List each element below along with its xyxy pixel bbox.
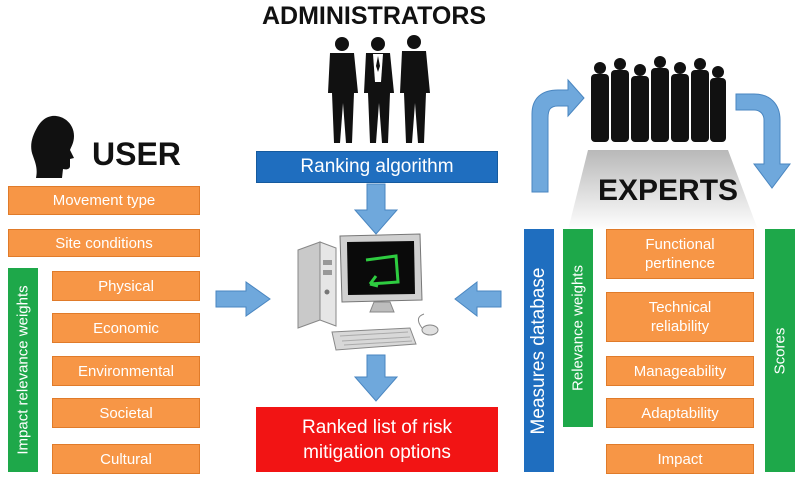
relevance-weights-label: Relevance weights — [569, 265, 587, 391]
administrators-silhouette-icon — [328, 35, 430, 143]
impact-box-environmental: Environmental — [52, 356, 200, 386]
ranked-list-label: Ranked list of risk mitigation options — [302, 416, 452, 463]
ranked-list-box: Ranked list of risk mitigation options — [256, 407, 498, 472]
administrators-title: ADMINISTRATORS — [262, 2, 487, 30]
arrow-right-icon — [215, 281, 271, 317]
impact-relevance-weights-bar: Impact relevance weights — [8, 268, 38, 472]
user-title: USER — [92, 136, 181, 172]
experts-silhouette-icon — [531, 56, 791, 230]
criterion-box-technical-reliability: Technical reliability — [606, 292, 754, 342]
impact-box-cultural: Cultural — [52, 444, 200, 474]
arrow-left-icon — [454, 280, 502, 318]
measures-database-bar: Measures database — [524, 229, 554, 472]
site-conditions-box: Site conditions — [8, 229, 200, 257]
impact-box-physical: Physical — [52, 271, 200, 301]
impact-box-societal: Societal — [52, 398, 200, 428]
experts-title: EXPERTS — [598, 174, 739, 207]
criterion-box-adaptability: Adaptability — [606, 398, 754, 428]
ranking-algorithm-label: Ranking algorithm — [300, 156, 454, 177]
scores-bar: Scores — [765, 229, 795, 472]
measures-database-label: Measures database — [528, 267, 549, 434]
impact-relevance-weights-label: Impact relevance weights — [14, 285, 32, 455]
ranking-algorithm-box: Ranking algorithm — [256, 151, 498, 183]
criterion-box-manageability: Manageability — [606, 356, 754, 386]
user-silhouette-icon — [31, 115, 74, 178]
arrow-down-icon — [353, 183, 399, 235]
computer-icon — [297, 233, 439, 351]
relevance-weights-bar: Relevance weights — [563, 229, 593, 427]
movement-type-box: Movement type — [8, 186, 200, 215]
criterion-box-impact: Impact — [606, 444, 754, 474]
scores-label: Scores — [771, 327, 789, 374]
impact-box-economic: Economic — [52, 313, 200, 343]
criterion-box-functional-pertinence: Functional pertinence — [606, 229, 754, 279]
arrow-down-icon — [353, 354, 399, 402]
